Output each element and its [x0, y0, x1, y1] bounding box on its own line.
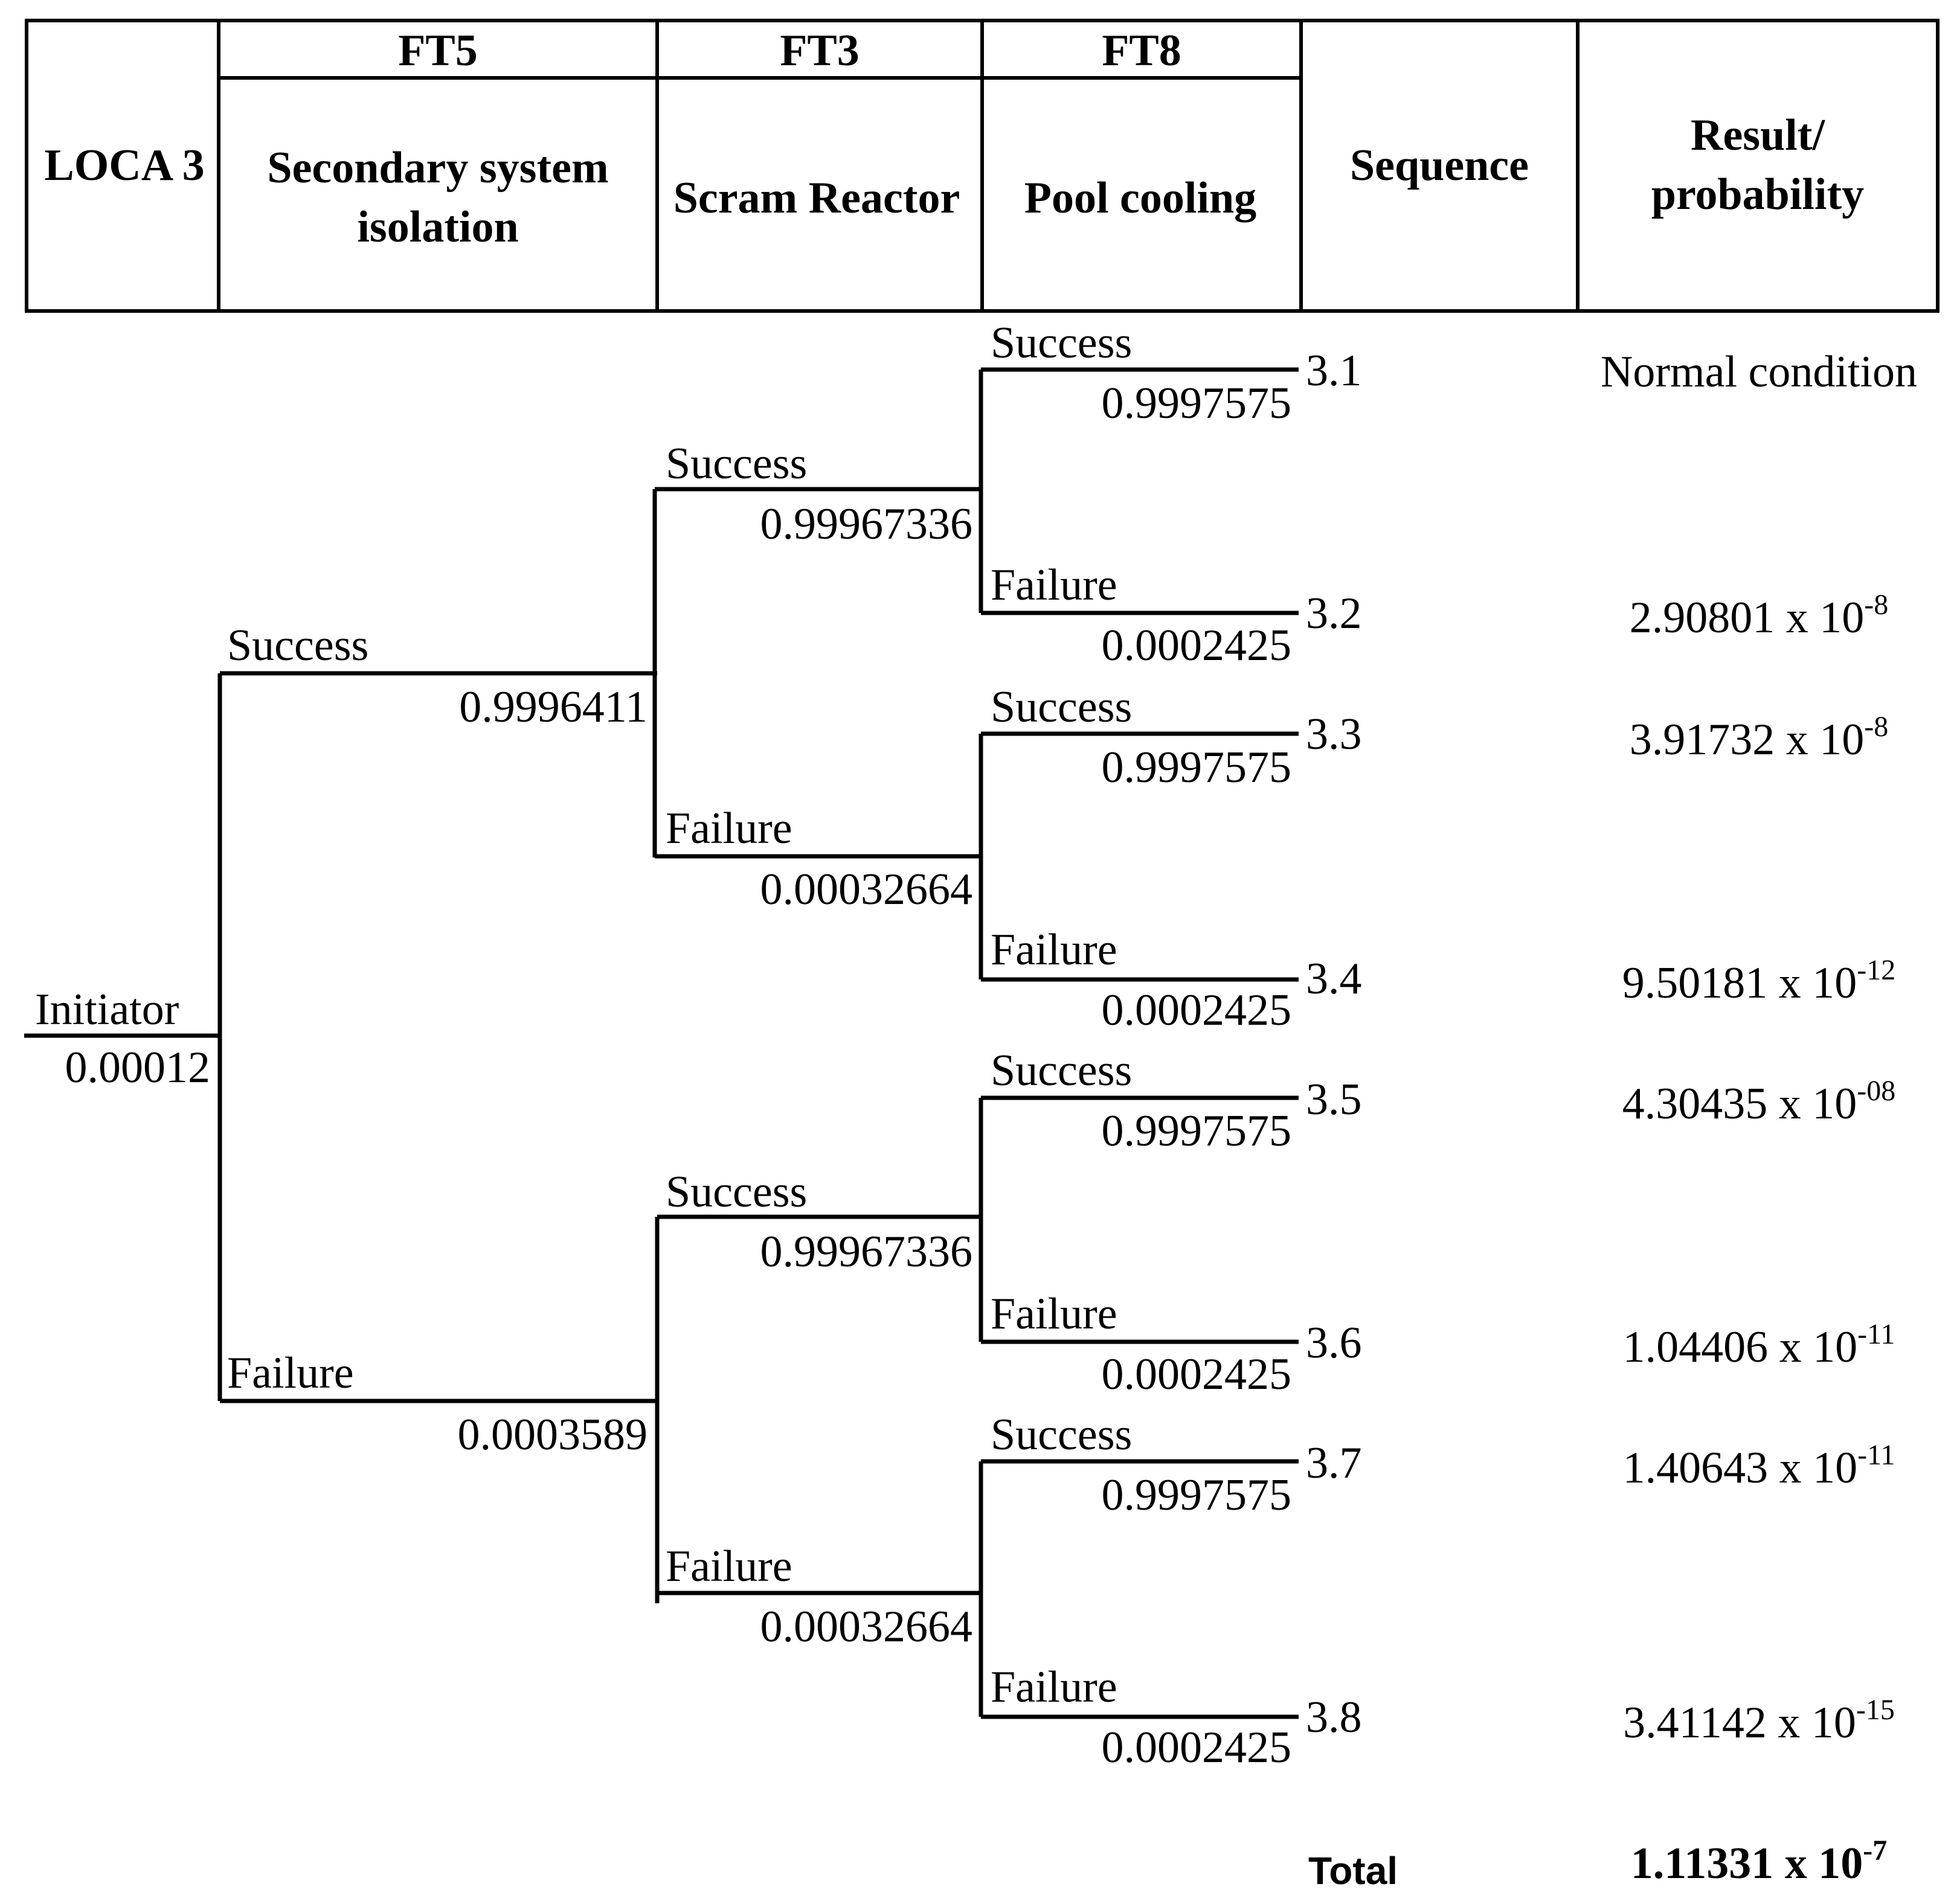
result-exponent: -12: [1857, 954, 1895, 986]
result-probability: 3.41142 x 10-15: [1623, 1694, 1895, 1748]
result-mantissa: 1.04406 x 10: [1623, 1322, 1858, 1372]
ft3-code: FT3: [780, 26, 860, 75]
ft5-title-line2: isolation: [357, 202, 518, 252]
result-probability: 1.40643 x 10-11: [1623, 1439, 1895, 1493]
initiator-branch: Initiator 0.00012: [24, 673, 222, 1401]
result-exponent: -08: [1857, 1075, 1895, 1107]
ft8-success-value: 0.9997575: [1102, 1470, 1292, 1520]
result-probability: 3.91732 x 10-8: [1630, 711, 1888, 764]
ft3-success-label: Success: [666, 1167, 807, 1217]
initiator-value: 0.00012: [65, 1043, 211, 1092]
ft8-success-label: Success: [991, 682, 1132, 732]
ft5-branches: Success 0.9996411 Failure 0.0003589: [220, 621, 657, 1460]
result-mantissa: 4.30435 x 10: [1622, 1079, 1857, 1129]
result-header-line1: Result/: [1691, 111, 1825, 160]
ft8-failure-value: 0.0002425: [1102, 1723, 1292, 1772]
initiator-label: Initiator: [35, 985, 179, 1034]
ft3-branches: Success 0.99967336 Failure 0.00032664 Su…: [652, 439, 981, 1652]
sequence-header: Sequence: [1350, 141, 1529, 190]
ft8-success-value: 0.9997575: [1102, 1106, 1292, 1156]
ft3-success-label: Success: [666, 439, 807, 489]
result-exponent: -8: [1864, 711, 1888, 743]
sequence-id: 3.2: [1306, 589, 1362, 638]
ft5-success-label: Success: [227, 621, 368, 670]
result-mantissa: 1.40643 x 10: [1623, 1443, 1858, 1493]
total-exponent: -7: [1863, 1835, 1887, 1867]
result-mantissa: 3.91732 x 10: [1630, 715, 1865, 764]
result-probability: 2.90801 x 10-8: [1630, 589, 1888, 643]
sequence-id: 3.6: [1306, 1318, 1362, 1368]
result-probability: 9.50181 x 10-12: [1622, 954, 1895, 1008]
ft8-failure-label: Failure: [991, 1662, 1117, 1712]
sequence-id: 3.5: [1306, 1075, 1362, 1124]
result-exponent: -11: [1857, 1318, 1895, 1350]
ft8-success-label: Success: [991, 1410, 1132, 1460]
result-mantissa: 3.41142 x 10: [1623, 1698, 1856, 1748]
ft5-success-value: 0.9996411: [459, 682, 648, 732]
result-probability: 1.04406 x 10-11: [1623, 1318, 1895, 1372]
ft8-failure-label: Failure: [991, 1289, 1117, 1339]
ft3-failure-label: Failure: [666, 804, 792, 853]
total-mantissa: 1.11331 x 10: [1631, 1839, 1863, 1888]
sequence-id: 3.4: [1306, 954, 1362, 1004]
result-header-line2: probability: [1651, 170, 1864, 219]
result-column: Normal condition 2.90801 x 10-8 3.91732 …: [1601, 347, 1917, 1748]
ft5-code: FT5: [398, 26, 478, 75]
ft8-branches: Success 0.9997575 Failure 0.0002425 Succ…: [979, 318, 1299, 1772]
sequence-id: 3.1: [1306, 346, 1362, 396]
ft3-failure-label: Failure: [666, 1542, 792, 1591]
ft8-code: FT8: [1102, 26, 1181, 75]
sequence-column: 3.1 3.2 3.3 3.4 3.5 3.6 3.7 3.8: [1306, 346, 1362, 1742]
total-label: Total: [1308, 1849, 1398, 1893]
result-probability: 4.30435 x 10-08: [1622, 1075, 1895, 1129]
total-probability: 1.11331 x 10-7: [1631, 1835, 1887, 1888]
header-table: LOCA 3 FT5 Secondary system isolation FT…: [25, 19, 1940, 313]
ft8-failure-label: Failure: [991, 925, 1117, 975]
result-mantissa: 2.90801 x 10: [1630, 593, 1865, 643]
ft5-title-line1: Secondary system: [267, 143, 608, 193]
result-normal-condition: Normal condition: [1601, 347, 1917, 397]
ft8-failure-value: 0.0002425: [1102, 1350, 1292, 1399]
sequence-id: 3.7: [1306, 1438, 1362, 1488]
ft8-success-label: Success: [991, 1046, 1132, 1095]
ft8-failure-value: 0.0002425: [1102, 986, 1292, 1035]
ft3-failure-value: 0.00032664: [760, 865, 973, 914]
ft3-success-value: 0.99967336: [760, 499, 973, 549]
initiating-event-header: LOCA 3: [44, 141, 204, 190]
result-exponent: -11: [1857, 1439, 1895, 1471]
result-mantissa: 9.50181 x 10: [1622, 958, 1857, 1008]
result-exponent: -15: [1856, 1694, 1895, 1726]
ft5-failure-label: Failure: [227, 1348, 354, 1398]
sequence-id: 3.8: [1306, 1693, 1362, 1742]
ft8-success-label: Success: [991, 318, 1132, 368]
ft8-title: Pool cooling: [1024, 173, 1256, 223]
sequence-id: 3.3: [1306, 710, 1362, 759]
ft8-success-value: 0.9997575: [1102, 743, 1292, 792]
ft3-success-value: 0.99967336: [760, 1227, 973, 1277]
ft5-failure-value: 0.0003589: [458, 1410, 648, 1460]
ft8-failure-label: Failure: [991, 560, 1117, 610]
ft8-failure-value: 0.0002425: [1102, 621, 1292, 670]
ft3-failure-value: 0.00032664: [760, 1602, 973, 1652]
result-exponent: -8: [1864, 589, 1888, 621]
ft8-success-value: 0.9997575: [1102, 379, 1292, 428]
ft3-title: Scram Reactor: [673, 173, 960, 223]
total-row: Total 1.11331 x 10-7: [1308, 1835, 1887, 1893]
